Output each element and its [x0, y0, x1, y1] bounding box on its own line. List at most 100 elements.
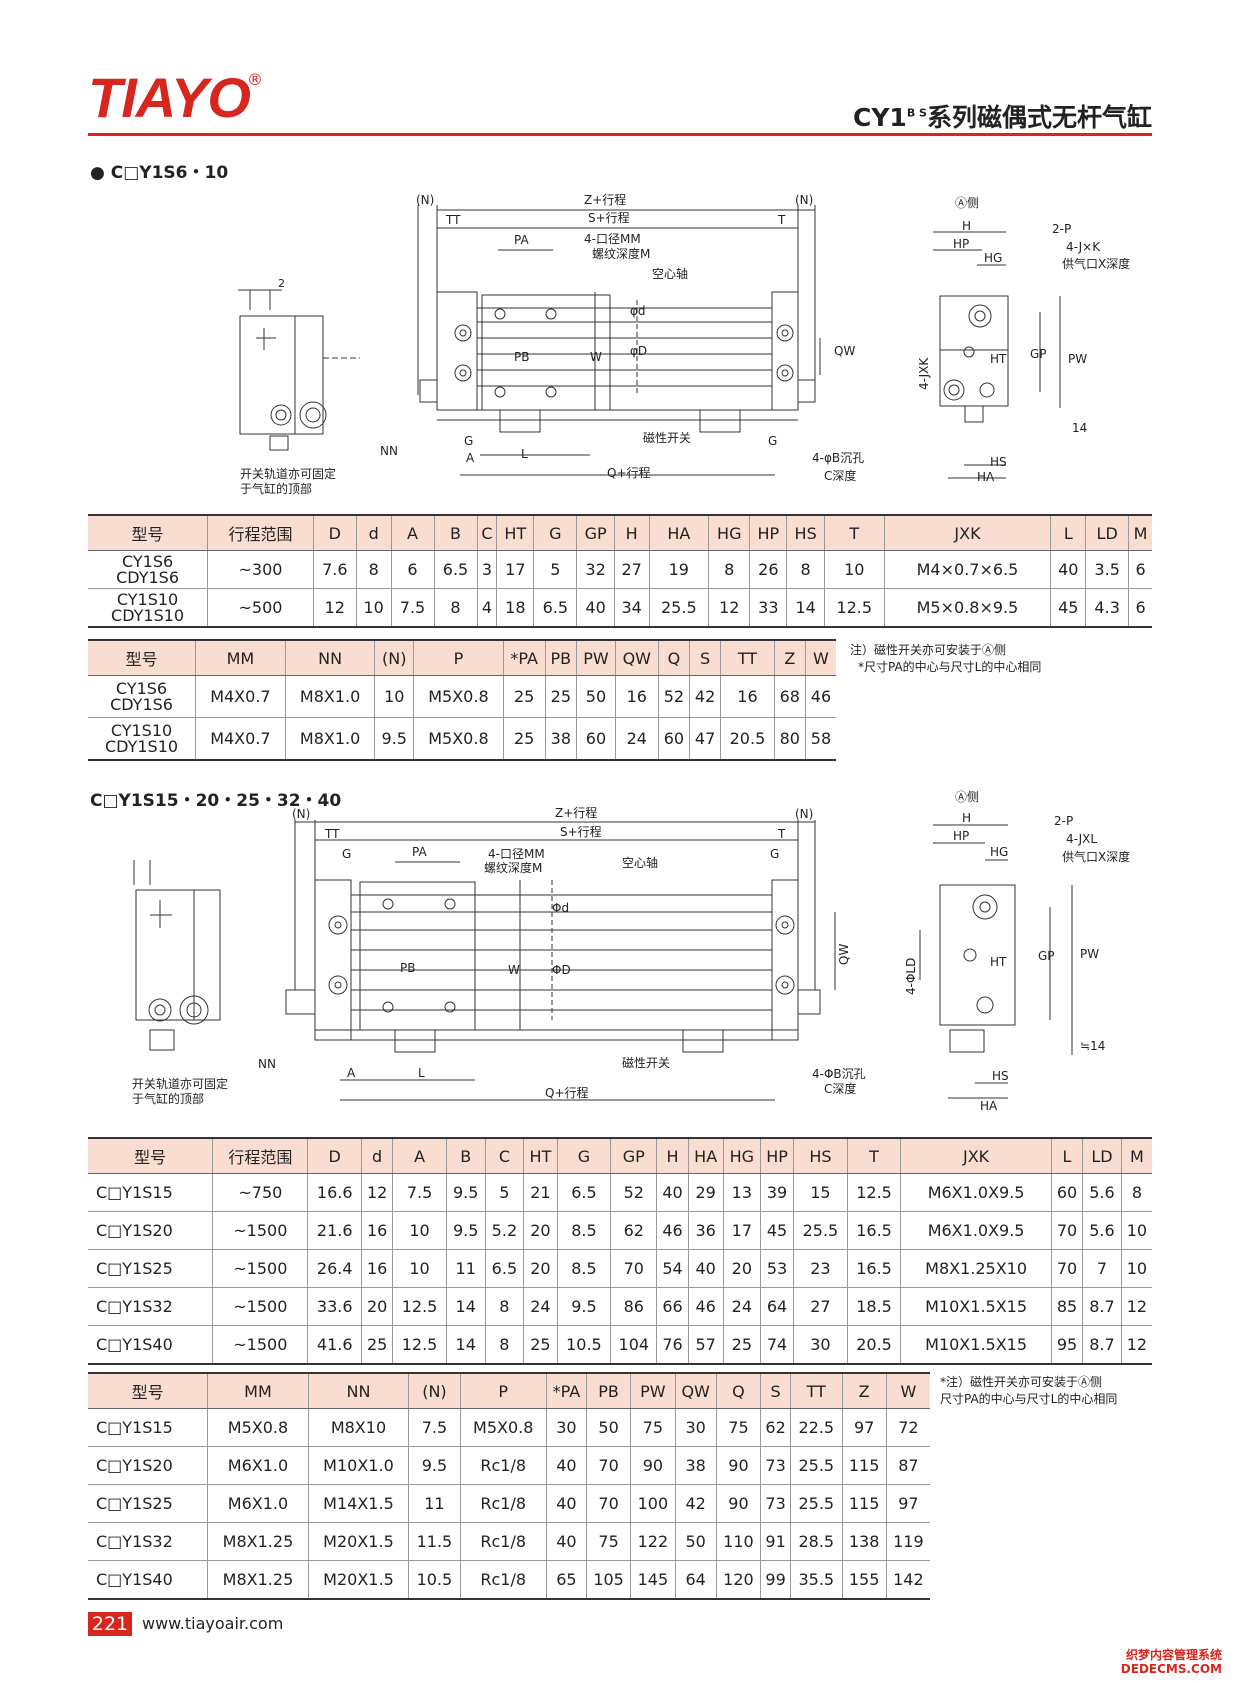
s2t1-cell-2-9: 70	[610, 1249, 657, 1288]
s1t2-cell-1-7: 60	[576, 717, 616, 761]
s1t1-cell-0-12: 8	[708, 550, 750, 589]
s1t2-header-11: TT	[720, 639, 775, 676]
s2t1-cell-2-14: 23	[793, 1249, 848, 1288]
s1t1-cell-1-9: 40	[576, 588, 615, 628]
s2t1-header-12: HG	[722, 1137, 761, 1174]
svg-text:4-ΦLD: 4-ΦLD	[904, 958, 918, 995]
s2t1-cell-1-7: 20	[523, 1211, 558, 1250]
s1-side-view	[238, 289, 360, 451]
s2t2-cell-2-4: Rc1/8	[459, 1484, 547, 1523]
s2t2-cell-3-7: 122	[630, 1522, 676, 1561]
s2t2-cell-3-1: M8X1.25	[207, 1522, 309, 1561]
s2t2-cell-2-9: 90	[715, 1484, 761, 1523]
s2t2-cell-1-12: 115	[841, 1446, 887, 1485]
s2t2-cell-0-11: 22.5	[790, 1408, 842, 1447]
s1t1-header-1: 行程范围	[207, 514, 314, 551]
s2t2-header-9: Q	[715, 1372, 761, 1409]
svg-text:≒14: ≒14	[1080, 1039, 1105, 1053]
s1t1-cell-1-8: 6.5	[533, 588, 577, 628]
s1t2-header-5: *PA	[502, 639, 546, 676]
s1t2-header-9: Q	[657, 639, 690, 676]
s2t1-header-2: D	[307, 1137, 362, 1174]
s1t1-cell-0-10: 27	[613, 550, 650, 589]
s2t1-cell-3-11: 46	[687, 1287, 724, 1326]
s1t2-header-1: MM	[195, 639, 286, 676]
s2t2-cell-3-8: 50	[674, 1522, 717, 1561]
svg-text:开关轨道亦可固定: 开关轨道亦可固定	[132, 1076, 228, 1091]
s1t2-cell-0-6: 25	[544, 675, 577, 718]
s2t2-header-0: 型号	[88, 1372, 208, 1409]
svg-text:T: T	[777, 213, 786, 227]
s2t1-cell-0-6: 5	[484, 1173, 524, 1212]
s2t1-cell-0-15: 12.5	[846, 1173, 901, 1212]
svg-text:φd: φd	[630, 304, 646, 318]
s1t1-header-0: 型号	[88, 514, 208, 551]
s1t2-cell-0-9: 52	[657, 675, 690, 718]
s1t1-cell-1-2: 12	[312, 588, 357, 628]
s2t1-header-16: JXK	[900, 1137, 1052, 1174]
s2t1-cell-1-17: 70	[1050, 1211, 1083, 1250]
svg-text:4-口径MM: 4-口径MM	[488, 847, 545, 861]
website-link[interactable]: www.tiayoair.com	[142, 1614, 284, 1633]
s2t1-header-5: B	[445, 1137, 486, 1174]
s1t1-cell-0-15: 10	[823, 550, 885, 589]
svg-text:A: A	[347, 1066, 356, 1080]
s1t1-header-2: D	[312, 514, 357, 551]
s2t1-header-19: M	[1120, 1137, 1152, 1174]
s2t1-cell-4-8: 10.5	[556, 1325, 611, 1365]
svg-text:(N): (N)	[795, 193, 813, 207]
s2t2-cell-3-11: 28.5	[790, 1522, 842, 1561]
s2t1-header-17: L	[1050, 1137, 1083, 1174]
s2t2-cell-1-7: 90	[630, 1446, 676, 1485]
s2t1-cell-2-19: 10	[1120, 1249, 1152, 1288]
s1t2-cell-1-1: M4X0.7	[195, 717, 286, 761]
s2t1-header-10: H	[656, 1137, 689, 1174]
s2t1-cell-3-16: M10X1.5X15	[900, 1287, 1052, 1326]
s1t2-cell-0-5: 25	[502, 675, 546, 718]
s2t2-cell-1-13: 87	[885, 1446, 930, 1485]
s2t1-cell-3-1: ~1500	[212, 1287, 308, 1326]
s1t1-cell-1-3: 10	[355, 588, 392, 628]
s2t2-cell-2-1: M6X1.0	[207, 1484, 309, 1523]
s2t2-header-4: P	[459, 1372, 547, 1409]
s2t1-header-14: HS	[793, 1137, 848, 1174]
s1t1-cell-1-7: 18	[496, 588, 534, 628]
svg-text:HT: HT	[990, 352, 1007, 366]
s1t1-header-9: GP	[576, 514, 615, 551]
s1t2-cell-1-3: 9.5	[374, 717, 414, 761]
s2t1-cell-2-2: 26.4	[307, 1249, 362, 1288]
s2-end-view	[919, 824, 1073, 1099]
svg-text:空心轴: 空心轴	[622, 855, 658, 870]
s2t2-cell-3-13: 119	[885, 1522, 930, 1561]
s2t1-cell-2-0: C□Y1S25	[88, 1249, 213, 1288]
s1t2-cell-0-7: 50	[576, 675, 616, 718]
s1t1-cell-1-16: M5×0.8×9.5	[883, 588, 1051, 628]
s2t1-cell-3-0: C□Y1S32	[88, 1287, 213, 1326]
s2t1-cell-3-17: 85	[1050, 1287, 1083, 1326]
s2t1-cell-3-6: 8	[484, 1287, 524, 1326]
s2t2-cell-4-12: 155	[841, 1560, 887, 1600]
svg-text:(N): (N)	[795, 807, 813, 821]
s1t2-header-8: QW	[614, 639, 659, 676]
svg-text:供气口X深度: 供气口X深度	[1062, 256, 1130, 271]
s1t1-cell-0-2: 7.6	[312, 550, 357, 589]
s2t1-cell-1-5: 9.5	[445, 1211, 486, 1250]
s2t1-cell-3-14: 27	[793, 1287, 848, 1326]
s2t2-cell-1-1: M6X1.0	[207, 1446, 309, 1485]
s2t2-header-8: QW	[674, 1372, 717, 1409]
svg-text:W: W	[508, 963, 520, 977]
s1t1-cell-0-7: 17	[496, 550, 534, 589]
s2t1-cell-2-11: 40	[687, 1249, 724, 1288]
s2t1-cell-4-5: 14	[445, 1325, 486, 1365]
s2t2-cell-1-4: Rc1/8	[459, 1446, 547, 1485]
svg-text:QW: QW	[834, 344, 855, 358]
s2t1-cell-1-18: 5.6	[1082, 1211, 1122, 1250]
s2t1-cell-1-16: M6X1.0X9.5	[900, 1211, 1052, 1250]
s1t1-cell-0-8: 5	[533, 550, 577, 589]
s1t2-cell-1-2: M8X1.0	[284, 717, 375, 761]
